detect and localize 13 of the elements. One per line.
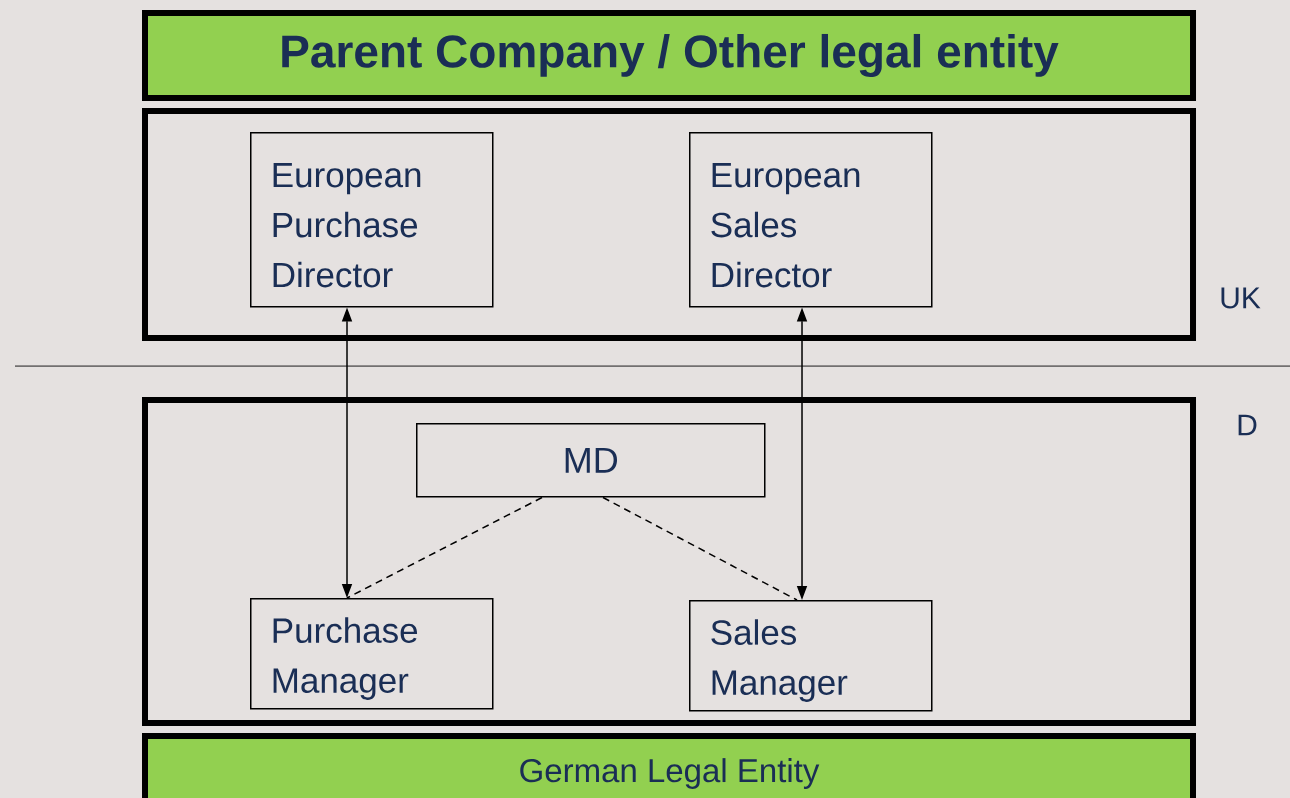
dashed-line bbox=[346, 496, 543, 599]
country-frame bbox=[142, 397, 1196, 726]
dashed-line bbox=[602, 496, 798, 601]
role-box: European Sales Director bbox=[689, 132, 933, 308]
country-label: UK bbox=[1221, 287, 1261, 309]
role-box: Sales Manager bbox=[689, 600, 933, 712]
country-label: D bbox=[1238, 414, 1257, 436]
role-box: European Purchase Director bbox=[250, 132, 494, 308]
role-box: MD bbox=[416, 423, 766, 498]
country-frame bbox=[142, 108, 1196, 341]
entity-banner: German Legal Entity bbox=[142, 733, 1196, 798]
entity-banner: Parent Company / Other legal entity bbox=[142, 10, 1196, 101]
role-box: Purchase Manager bbox=[250, 598, 494, 710]
